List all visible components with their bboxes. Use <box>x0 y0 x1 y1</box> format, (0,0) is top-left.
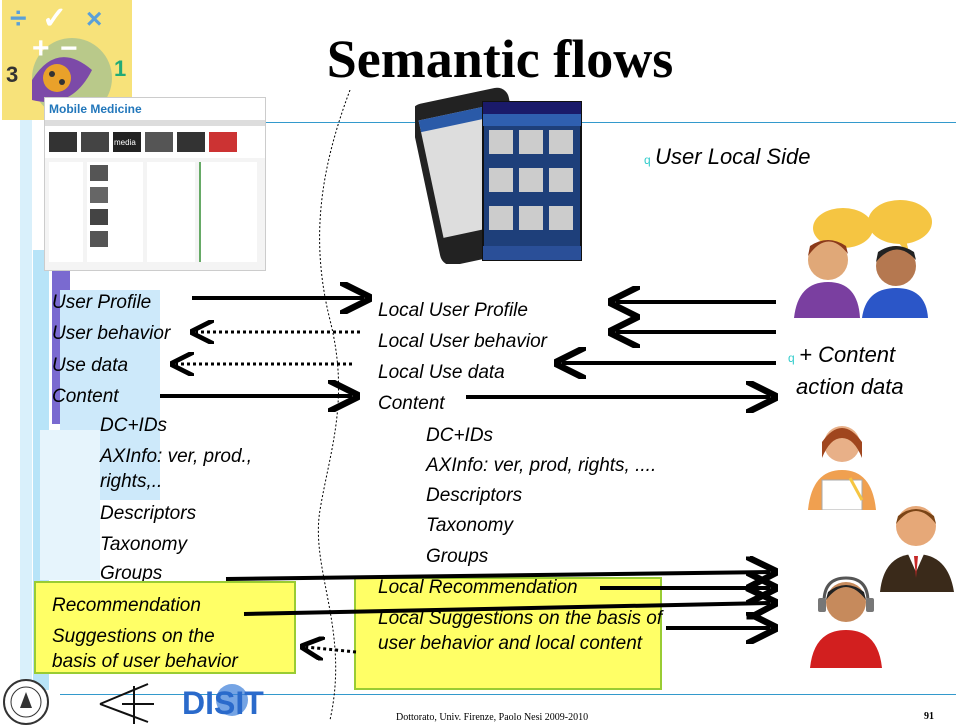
content-action-line1: + Content <box>799 342 896 367</box>
left-dc-ids: DC+IDs <box>100 415 168 436</box>
left-suggestions-2: basis of user behavior <box>52 651 238 672</box>
left-recommendation-box <box>34 581 296 674</box>
left-suggestions-1: Suggestions on the <box>52 626 215 647</box>
decor-block-blue2 <box>40 430 100 580</box>
mid-groups: Groups <box>426 546 489 567</box>
left-axinfo: AXInfo: ver, prod., <box>100 446 253 467</box>
bullet-glyph: q <box>644 153 651 167</box>
bullet-user-local-side: q User Local Side <box>644 144 810 170</box>
support-operator-icon <box>806 572 886 668</box>
left-groups: Groups <box>100 563 163 584</box>
mid-local-suggestions-2: user behavior and local content <box>378 633 643 654</box>
footer-rule <box>60 694 956 695</box>
svg-text:+: + <box>32 32 50 65</box>
mid-axinfo: AXInfo: ver, prod, rights, .... <box>426 455 657 476</box>
people-talking-icon <box>788 198 938 318</box>
svg-text:×: × <box>86 3 102 34</box>
site-title: Mobile Medicine <box>49 102 142 116</box>
smartphone-image <box>410 84 585 266</box>
content-action-line2: action data <box>796 374 904 399</box>
left-rights: rights,.. <box>100 471 163 492</box>
disit-logo-text: DISIT <box>182 685 264 721</box>
footer-text: Dottorato, Univ. Firenze, Paolo Nesi 200… <box>396 712 589 723</box>
compass-logo-icon <box>94 680 158 726</box>
mid-content: Content <box>378 393 445 414</box>
disit-logo-icon: DISIT <box>182 680 282 724</box>
mid-local-suggestions-1: Local Suggestions on the basis of <box>378 608 663 629</box>
math-symbols-icon: ÷ ✓ × + − 3 1 <box>2 0 132 120</box>
left-use-data: Use data <box>52 355 129 376</box>
page-title: Semantic flows <box>326 29 674 89</box>
mid-local-user-behavior: Local User behavior <box>378 331 547 352</box>
svg-text:÷: ÷ <box>10 2 26 35</box>
mid-taxonomy: Taxonomy <box>426 515 513 536</box>
mid-local-use-data: Local Use data <box>378 362 505 383</box>
businessman-icon <box>876 498 956 592</box>
left-content: Content <box>52 386 119 407</box>
media-label: media <box>114 138 136 147</box>
user-local-side-label: User Local Side <box>655 144 811 169</box>
left-user-behavior: User behavior <box>52 323 171 344</box>
left-recommendation: Recommendation <box>52 595 201 616</box>
svg-text:−: − <box>60 32 78 65</box>
bullet-content-action: q + Content <box>788 342 895 368</box>
mid-local-user-profile: Local User Profile <box>378 300 528 321</box>
svg-text:3: 3 <box>6 62 18 87</box>
page-number: 91 <box>924 711 934 722</box>
wavy-divider <box>317 90 351 720</box>
left-descriptors: Descriptors <box>100 503 197 524</box>
left-taxonomy: Taxonomy <box>100 534 187 555</box>
svg-text:1: 1 <box>114 56 126 81</box>
website-screenshot: Mobile Medicine media <box>44 97 266 271</box>
person-writing-icon <box>800 418 882 511</box>
left-user-profile: User Profile <box>52 292 152 313</box>
bullet-glyph-2: q <box>788 351 795 365</box>
mid-dc-ids: DC+IDs <box>426 425 494 446</box>
mid-descriptors: Descriptors <box>426 485 523 506</box>
mid-local-recommendation: Local Recommendation <box>378 577 578 598</box>
university-seal-icon <box>2 678 50 726</box>
decor-bar-light <box>20 60 32 710</box>
svg-text:✓: ✓ <box>42 2 67 35</box>
